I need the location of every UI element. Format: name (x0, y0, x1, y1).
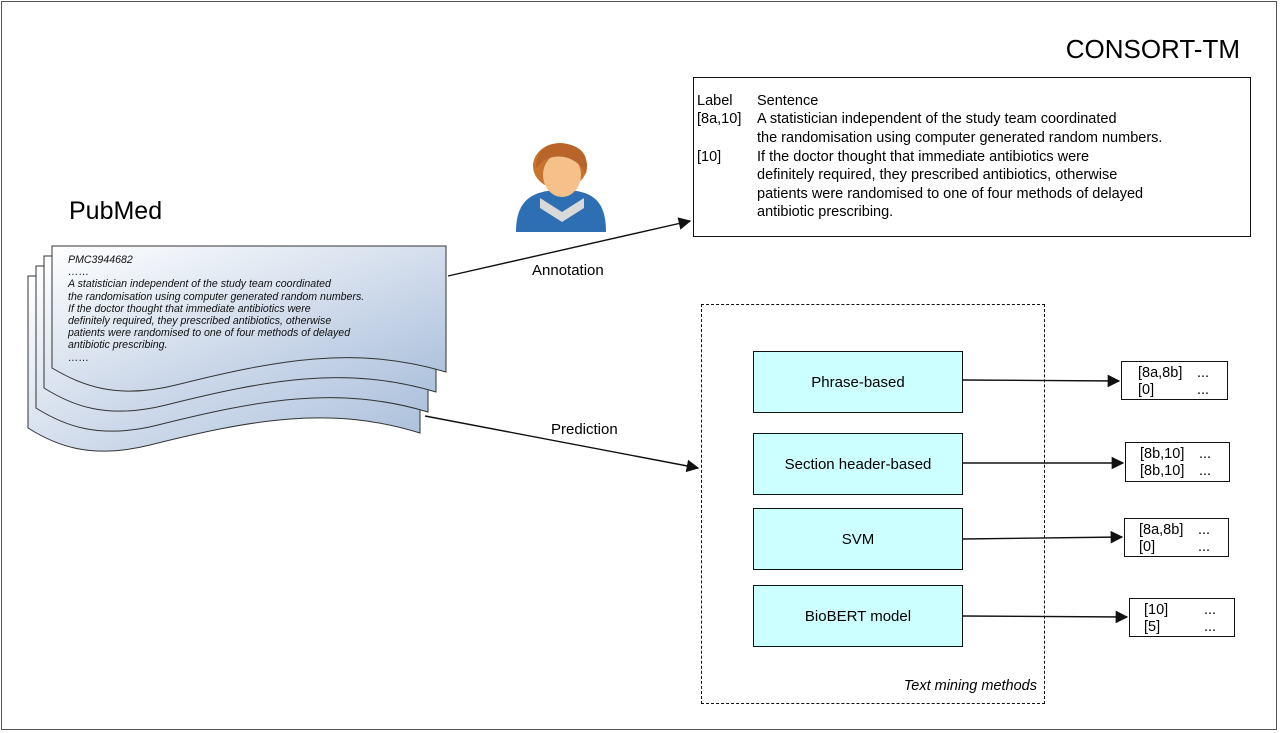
result-label: [0] (1139, 539, 1156, 555)
result-dots: ... (1199, 463, 1212, 479)
table-row-sentence: If the doctor thought that immediate ant… (757, 149, 1090, 165)
method-biobert: BioBERT model (753, 585, 963, 647)
document-line: A statistician independent of the study … (68, 278, 331, 291)
result-dots: ... (1197, 382, 1210, 398)
table-row-label: [8a,10] (697, 111, 742, 127)
document-line: …… (68, 266, 90, 279)
result-dots: ... (1199, 446, 1212, 462)
annotation-label: Annotation (532, 262, 604, 279)
text-mining-methods-group (701, 304, 1045, 704)
methods-caption: Text mining methods (903, 678, 1037, 694)
result-phrase-based: [8a,8b] ... [0] ... (1121, 361, 1228, 400)
annotation-arrow (447, 217, 692, 277)
document-line: the randomisation using computer generat… (68, 290, 365, 303)
method-label: Section header-based (784, 455, 932, 473)
result-dots: ... (1204, 619, 1217, 635)
diagram-title: CONSORT-TM (1065, 34, 1240, 64)
method-label: SVM (841, 530, 875, 548)
method-phrase-based: Phrase-based (753, 351, 963, 413)
annotation-table: Label Sentence [8a,10] A statistician in… (693, 77, 1251, 237)
table-row-sentence: A statistician independent of the study … (757, 111, 1117, 127)
result-label: [5] (1144, 619, 1161, 635)
table-row-sentence: patients were randomised to one of four … (757, 186, 1144, 202)
table-header-sentence: Sentence (757, 93, 819, 109)
result-label: [8a,8b] (1138, 365, 1183, 381)
document-line: antibiotic prescribing. (68, 339, 168, 352)
table-row-sentence: antibiotic prescribing. (757, 204, 894, 220)
result-label: [0] (1138, 382, 1155, 398)
result-label: [10] (1144, 602, 1169, 618)
document-line: …… (68, 351, 90, 364)
phrase-based-arrow (962, 374, 1121, 388)
result-label: [8b,10] (1140, 463, 1185, 479)
result-dots: ... (1198, 539, 1211, 555)
document-line: patients were randomised to one of four … (68, 327, 351, 340)
prediction-arrow (424, 415, 700, 473)
annotator-person-icon (516, 143, 606, 232)
biobert-arrow (962, 610, 1129, 624)
result-svm: [8a,8b] ... [0] ... (1124, 518, 1229, 557)
result-dots: ... (1204, 602, 1217, 618)
source-label: PubMed (69, 197, 163, 225)
document-line: definitely required, they prescribed ant… (68, 315, 332, 328)
svm-arrow (962, 530, 1124, 544)
document-stack-icon (27, 245, 447, 452)
result-label: [8a,8b] (1139, 522, 1184, 538)
table-row-label: [10] (697, 149, 722, 165)
document-text: PMC3944682 …… A statistician independent… (68, 254, 448, 364)
method-label: BioBERT model (804, 607, 912, 625)
document-line: If the doctor thought that immediate ant… (68, 302, 311, 315)
method-section-header-based: Section header-based (753, 433, 963, 495)
result-dots: ... (1197, 365, 1210, 381)
result-label: [8b,10] (1140, 446, 1185, 462)
result-biobert: [10] ... [5] ... (1129, 598, 1235, 637)
method-svm: SVM (753, 508, 963, 570)
table-row-sentence: the randomisation using computer generat… (757, 130, 1163, 146)
table-row-sentence: definitely required, they prescribed ant… (757, 167, 1118, 183)
result-section-header-based: [8b,10] ... [8b,10] ... (1125, 442, 1230, 482)
document-line: PMC3944682 (68, 254, 133, 266)
table-header-label: Label (697, 93, 733, 109)
result-dots: ... (1198, 522, 1211, 538)
prediction-label: Prediction (551, 421, 618, 438)
method-label: Phrase-based (811, 373, 905, 391)
